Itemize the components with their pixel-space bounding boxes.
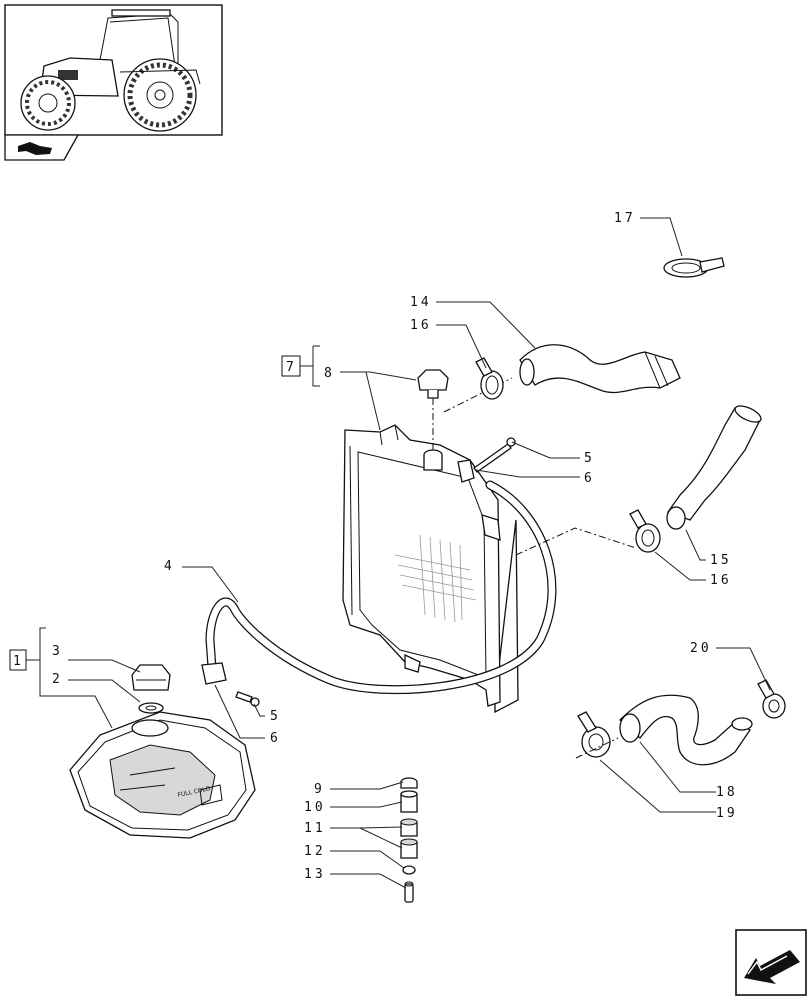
callout-5-bottom: 5 <box>270 709 281 724</box>
hose-clamp <box>757 679 786 719</box>
callout-17: 17 <box>614 211 636 226</box>
radiator-cap <box>417 369 449 399</box>
section-marker-icon <box>4 134 80 161</box>
callout-4: 4 <box>164 559 175 574</box>
callout-7: 7 <box>286 360 297 375</box>
callout-10: 10 <box>304 800 326 815</box>
callout-19: 19 <box>716 806 738 821</box>
group-box-7 <box>281 355 301 377</box>
bolt <box>473 443 512 473</box>
callout-3: 3 <box>52 644 63 659</box>
rubber-mount <box>400 818 418 859</box>
mount-bolt <box>404 881 414 903</box>
tank-seal <box>138 702 164 714</box>
next-page-arrow-icon[interactable] <box>735 929 807 996</box>
callout-13: 13 <box>304 867 326 882</box>
hose-clamp <box>475 357 504 400</box>
callout-5-top: 5 <box>584 451 595 466</box>
callout-14: 14 <box>410 295 432 310</box>
leader-lines <box>26 217 771 889</box>
callout-1: 1 <box>13 654 24 669</box>
lower-hose <box>666 405 762 530</box>
callout-16-bottom: 16 <box>710 573 732 588</box>
hose-clamp <box>201 662 227 685</box>
callout-labels: 1 3 2 4 7 8 5 6 5 6 9 10 11 12 13 14 16 … <box>13 211 738 882</box>
upper-hose <box>519 344 681 394</box>
hose-clamp <box>663 257 725 278</box>
callout-9: 9 <box>314 782 325 797</box>
tractor-thumbnail-icon[interactable] <box>4 4 223 136</box>
callout-6-bottom: 6 <box>270 731 281 746</box>
callout-15: 15 <box>710 553 732 568</box>
expansion-tank: FULL COLD <box>69 711 256 839</box>
radiator <box>342 424 519 714</box>
callout-20: 20 <box>690 641 712 656</box>
callout-16-top: 16 <box>410 318 432 333</box>
heater-hose <box>619 694 753 766</box>
mount-washer <box>400 777 418 789</box>
mount-spacer <box>400 790 418 813</box>
callout-8: 8 <box>324 366 335 381</box>
mount-nut <box>402 865 416 875</box>
callout-11: 11 <box>304 821 326 836</box>
hose-clamp <box>629 509 661 553</box>
group-box-1 <box>9 649 27 671</box>
tank-cap <box>131 664 171 691</box>
callout-12: 12 <box>304 844 326 859</box>
callout-18: 18 <box>716 785 738 800</box>
callout-2: 2 <box>52 672 63 687</box>
callout-6-top: 6 <box>584 471 595 486</box>
hose-clamp <box>577 711 611 758</box>
